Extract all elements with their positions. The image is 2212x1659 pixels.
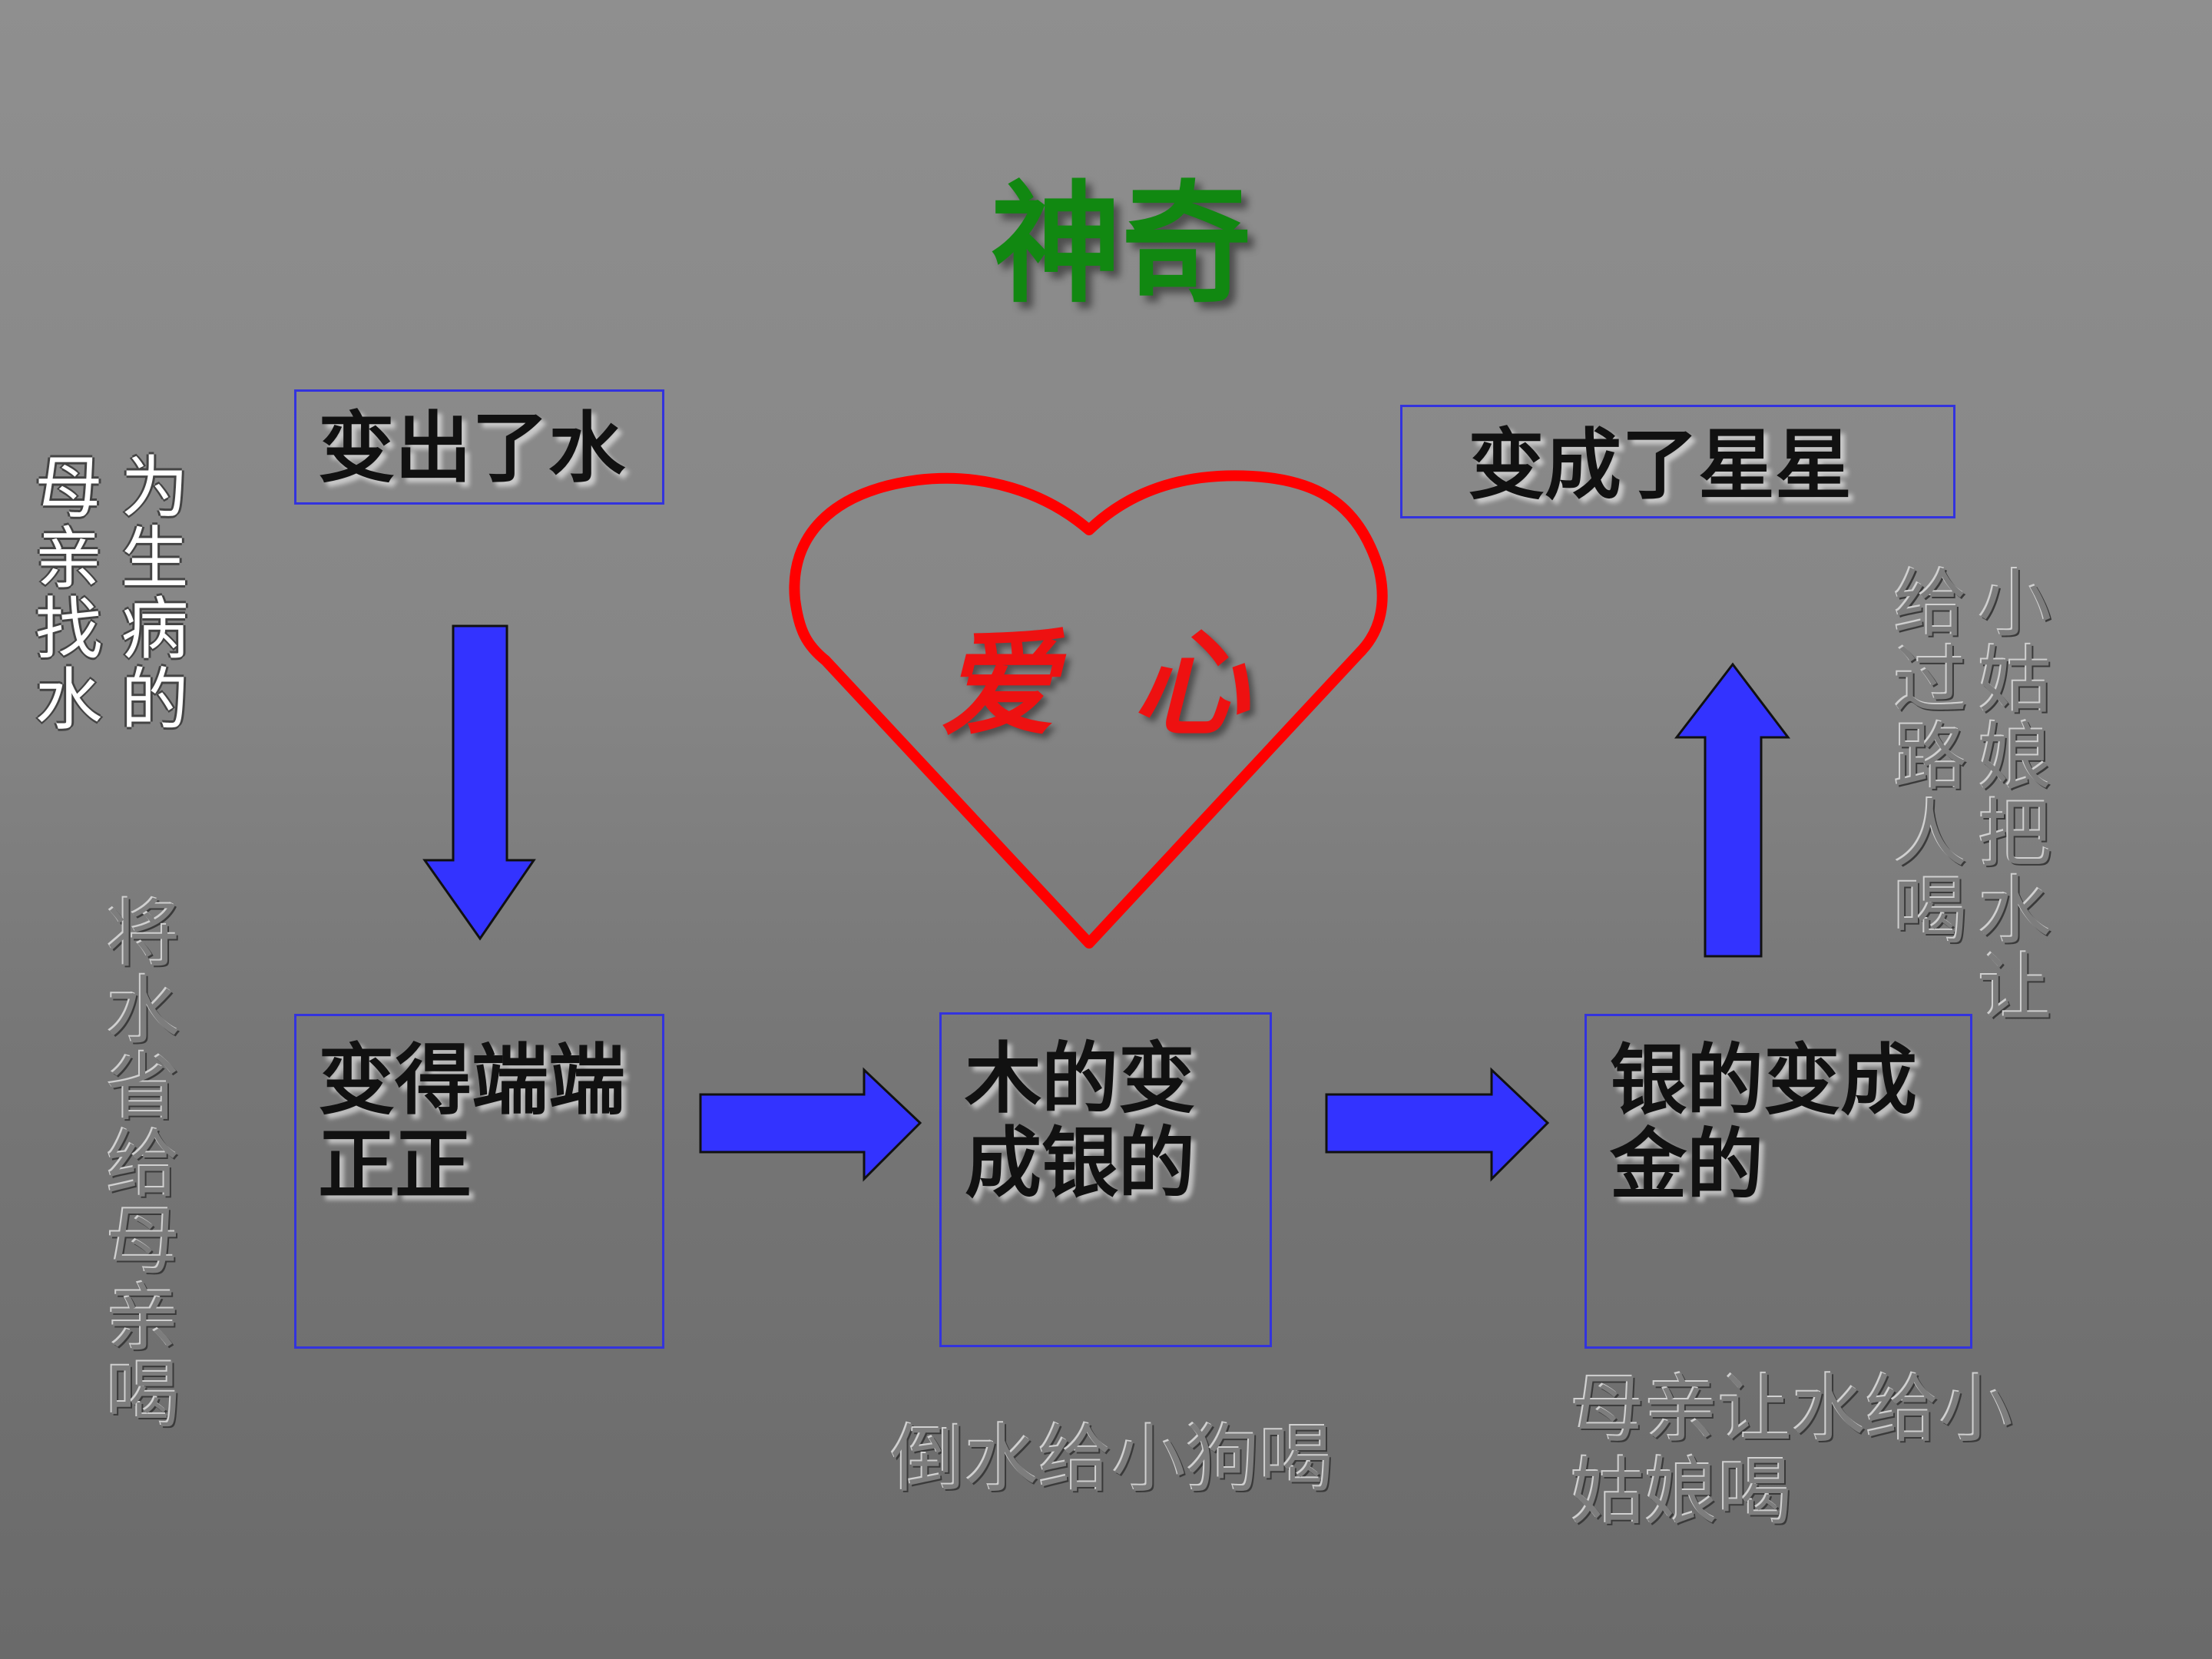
note-mother-gives-line2: 姑娘喝 (1571, 1449, 1792, 1535)
box-upright-line2: 正正 (318, 1120, 472, 1210)
note-find-water: 母亲找水 (24, 452, 103, 734)
box-silver-line2: 金的 (1610, 1120, 1763, 1210)
box-water: 变出了水 (294, 389, 664, 505)
note-mother-gives-line1: 母亲让水给小 (1571, 1366, 2013, 1452)
box-wood-line1: 木的变 (965, 1034, 1195, 1124)
note-puppy: 倒水给小狗喝 (891, 1416, 1333, 1502)
box-stars: 变成了星星 (1400, 405, 1955, 518)
heart-label-left: 爱 (941, 617, 1057, 752)
heart-label-right: 心 (1133, 617, 1249, 752)
arrow-down-icon (422, 624, 536, 941)
box-upright: 变得端端 正正 (294, 1014, 664, 1349)
box-silver: 银的变成 金的 (1584, 1014, 1972, 1349)
heart-outline (789, 470, 1388, 949)
note-passerby: 给过路人喝 (1881, 565, 1967, 949)
box-wood-line2: 成银的 (965, 1118, 1195, 1208)
box-upright-line1: 变得端端 (318, 1035, 625, 1125)
arrow-right-icon (699, 1067, 922, 1182)
note-sick-mother: 为生病的 (110, 452, 189, 734)
page-title: 神奇 (990, 169, 1252, 321)
box-water-text: 变出了水 (318, 403, 625, 493)
box-stars-text: 变成了星星 (1468, 420, 1852, 510)
arrow-up-icon (1674, 662, 1791, 958)
box-silver-line1: 银的变成 (1610, 1035, 1917, 1125)
arrow-right-icon (1325, 1067, 1550, 1182)
note-save-water: 将水省给母亲喝 (94, 895, 180, 1432)
note-girl-gives: 小姑娘把水让 (1965, 565, 2051, 1025)
box-wood: 木的变 成银的 (939, 1012, 1272, 1347)
